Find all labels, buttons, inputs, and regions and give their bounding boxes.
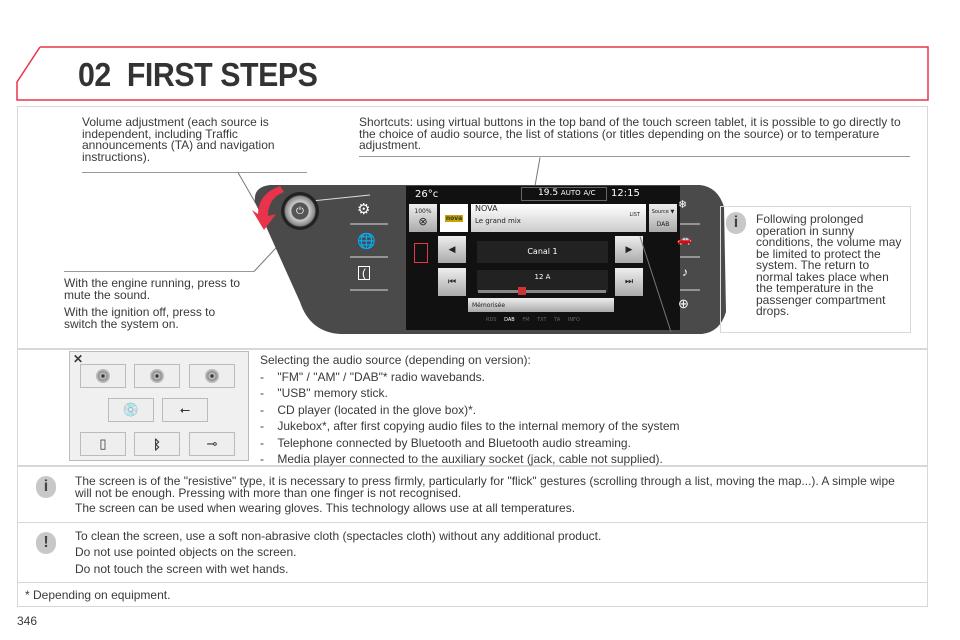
power-volume-knob[interactable]: ⏻ — [281, 192, 319, 230]
band-tabs[interactable]: RDS DAB FM TXT TA INFO — [486, 317, 580, 323]
volume-arrow-icon — [252, 186, 284, 230]
page-title: 02 FIRST STEPS — [78, 56, 318, 93]
volume-level-button[interactable]: 100%⊗ — [409, 204, 437, 232]
resistive-note-text: The screen is of the "resistive" type, i… — [75, 474, 895, 500]
engine-running-callout: With the engine running, press to mute t… — [64, 276, 241, 302]
climate-shortcut-icon[interactable]: ❄ — [678, 199, 688, 211]
sunny-note-text: Following prolonged operation in sunny c… — [756, 212, 902, 318]
footnote-box — [17, 582, 928, 607]
info-icon: i — [726, 212, 746, 234]
radio-source-button[interactable] — [134, 364, 180, 388]
aux-source-button[interactable]: ⊸ — [189, 432, 235, 456]
telephone-shortcut-icon[interactable]: ( — [358, 266, 370, 280]
source-button[interactable]: Source ▼DAB — [649, 204, 677, 232]
next-station-button[interactable]: ▶ — [615, 236, 643, 263]
cleaning-note-text: Do not touch the screen with wet hands. — [75, 562, 289, 576]
clock: 12:15 — [611, 188, 640, 199]
page-number: 346 — [17, 614, 38, 628]
footnote: * Depending on equipment. — [25, 588, 171, 602]
bluetooth-source-button[interactable]: ᛒ — [134, 432, 180, 456]
seek-back-button[interactable]: ⏮ — [438, 268, 466, 296]
navigation-shortcut-icon[interactable]: ⊕ — [678, 296, 689, 311]
memorised-button[interactable]: Mémorisée — [468, 298, 614, 312]
previous-station-button[interactable]: ◀ — [438, 236, 466, 263]
radio-source-button[interactable] — [189, 364, 235, 388]
vehicle-shortcut-icon[interactable]: 🚗 — [677, 232, 692, 246]
warning-icon: ! — [36, 532, 56, 554]
channel-display: Canal 1 — [477, 241, 608, 263]
source-selector-illustration: ✕ 💿 ⭠ ▯ ᛒ ⊸ — [69, 351, 249, 461]
exit-icon[interactable] — [414, 243, 428, 263]
climate-shortcut-button[interactable]: 19.5 AUTO A/C — [521, 187, 607, 201]
sunny-note — [720, 206, 911, 333]
frequency-slider[interactable] — [478, 287, 606, 295]
media-shortcut-icon[interactable]: ♪ — [682, 265, 688, 279]
radio-source-button[interactable] — [80, 364, 126, 388]
chapter-header-frame — [16, 46, 929, 101]
cleaning-note-text: Do not use pointed objects on the screen… — [75, 545, 297, 559]
outside-temperature: 26°c — [415, 189, 439, 200]
volume-callout: Volume adjustment (each source is indepe… — [82, 115, 275, 164]
internet-shortcut-icon[interactable]: 🌐 — [357, 233, 376, 250]
frequency-display: 12 A — [477, 270, 608, 292]
usb-source-button[interactable]: ⭠ — [162, 398, 208, 422]
cleaning-note-text: To clean the screen, use a soft non-abra… — [75, 529, 602, 543]
ignition-off-callout: With the ignition off, press to switch t… — [64, 305, 216, 331]
gloves-note-text: The screen can be used when wearing glov… — [75, 501, 576, 515]
media-player-source-button[interactable]: ▯ — [80, 432, 126, 456]
diagram-panel — [17, 106, 928, 349]
touch-screen: 26°c 19.5 AUTO A/C 12:15 100%⊗ nova NOVA… — [406, 186, 680, 330]
sources-list: Selecting the audio source (depending on… — [260, 353, 680, 466]
station-logo: nova — [440, 204, 468, 232]
sources-panel — [17, 349, 928, 466]
shortcuts-callout: Shortcuts: using virtual buttons in the … — [359, 115, 901, 152]
settings-shortcut-icon[interactable]: ⚙ — [357, 201, 371, 218]
seek-forward-button[interactable]: ⏭ — [615, 268, 643, 296]
info-icon: i — [36, 476, 56, 498]
cd-source-button[interactable]: 💿 — [108, 398, 154, 422]
